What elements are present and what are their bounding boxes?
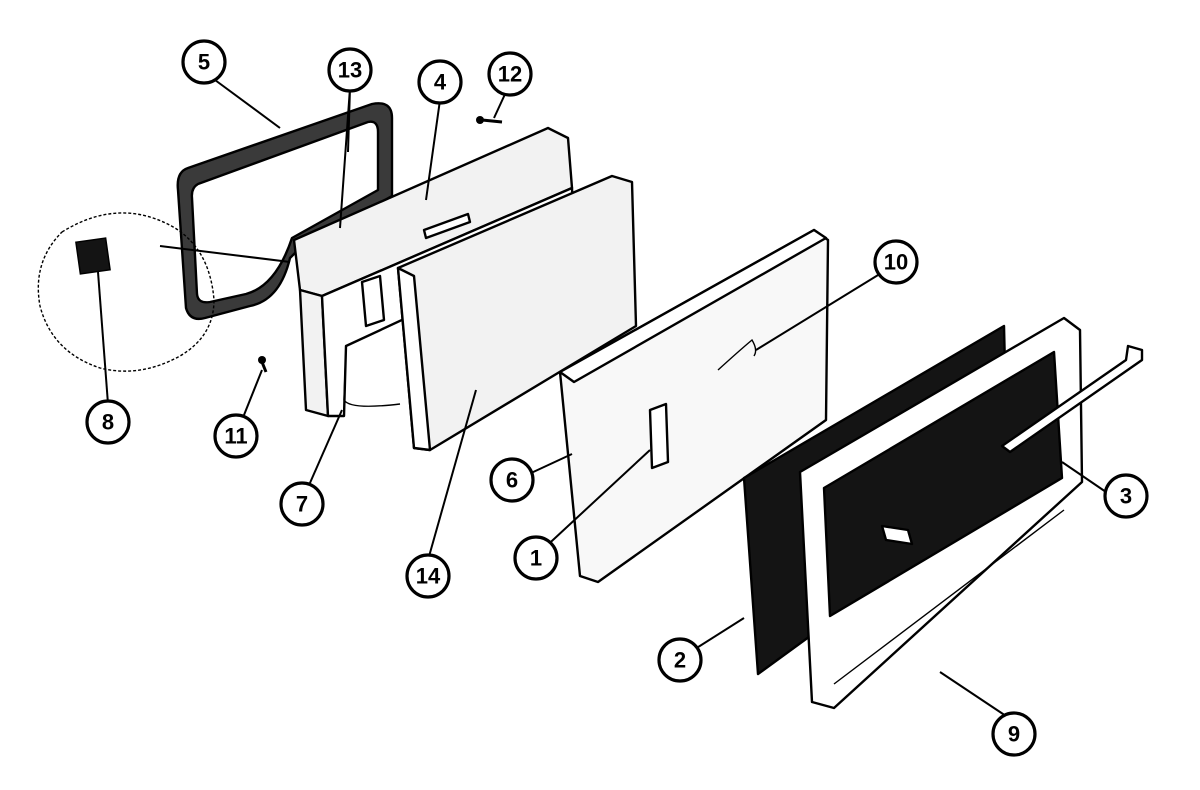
leader-lines	[97, 79, 1107, 721]
callout-3-label: 3	[1120, 484, 1132, 509]
outer-door-panel-part-6	[558, 228, 830, 584]
callout-11: 11	[213, 413, 259, 459]
callout-7: 7	[279, 481, 325, 527]
front-frame-part-9	[798, 316, 1084, 710]
callout-10: 10	[873, 239, 919, 285]
callout-8: 8	[85, 399, 131, 445]
handle-rod-part-3	[1000, 344, 1144, 454]
callout-1-label: 1	[530, 546, 542, 571]
callout-4-label: 4	[434, 70, 447, 95]
callout-8-label: 8	[102, 410, 114, 435]
callout-13-label: 13	[338, 58, 362, 83]
callout-3: 3	[1103, 473, 1149, 519]
callout-6: 6	[489, 457, 535, 503]
callout-14: 14	[405, 553, 451, 599]
callout-4: 4	[417, 59, 463, 105]
screw-part-11	[258, 356, 268, 373]
callout-6-label: 6	[506, 468, 518, 493]
callout-12: 12	[487, 51, 533, 97]
insulation-panel-part-14	[396, 174, 638, 452]
callout-2: 2	[657, 637, 703, 683]
callout-10-label: 10	[884, 250, 908, 275]
callout-9: 9	[991, 711, 1037, 757]
screw-part-12	[476, 116, 503, 124]
callout-13: 13	[327, 47, 373, 93]
callout-7-label: 7	[296, 492, 308, 517]
callout-12-label: 12	[498, 62, 522, 87]
callout-11-label: 11	[224, 424, 247, 449]
callout-1: 1	[513, 535, 559, 581]
callout-2-label: 2	[674, 648, 686, 673]
callout-5-label: 5	[198, 50, 210, 75]
gasket-part-5	[176, 102, 394, 321]
callout-5: 5	[181, 39, 227, 85]
callout-9-label: 9	[1008, 722, 1020, 747]
insulation-detail-part-8	[37, 212, 291, 372]
inner-liner-part-4	[292, 126, 574, 418]
callout-14-label: 14	[416, 564, 441, 589]
